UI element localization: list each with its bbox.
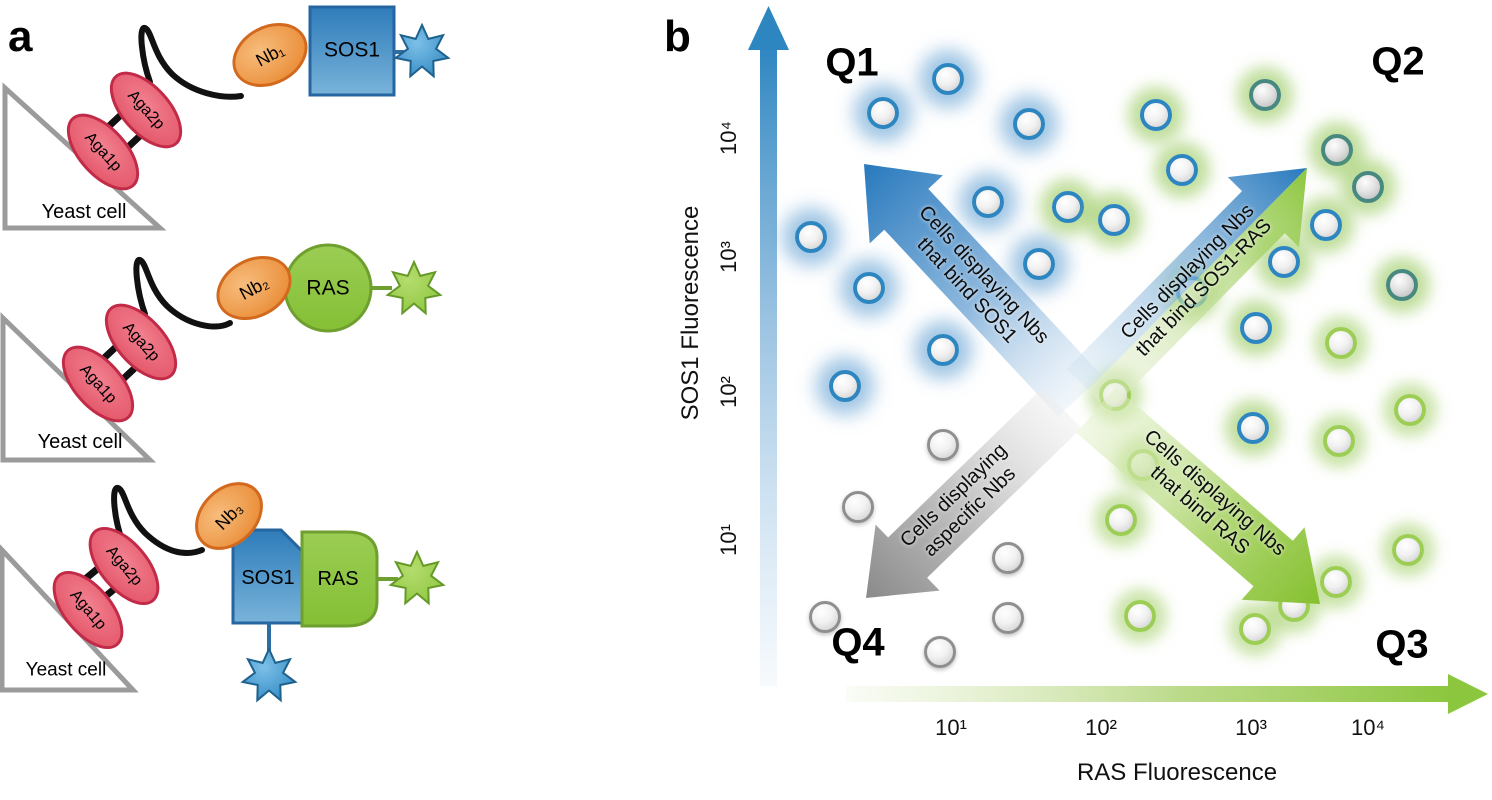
yeast-cell-marker-green <box>1105 504 1137 536</box>
yeast-cell-marker-bluegreen <box>1268 246 1300 278</box>
yeast-cell-marker-green <box>1392 534 1424 566</box>
yeast-cell-marker-green <box>1394 394 1426 426</box>
yeast-cell-marker-gray <box>842 491 874 523</box>
x-tick-10e4: 10⁴ <box>1351 715 1385 740</box>
yeast-cell-marker-teal <box>1249 79 1281 111</box>
yeast-cell-marker-blue <box>795 221 827 253</box>
yeast-cell-marker-green <box>1325 327 1357 359</box>
yeast-cell-marker-bluegreen <box>1052 191 1084 223</box>
panel-b-letter: b <box>664 12 691 61</box>
x-tick-10e1: 10¹ <box>935 715 967 740</box>
x-tick-10e2: 10² <box>1085 715 1117 740</box>
yeast-cell-marker-blue <box>1023 248 1055 280</box>
y-tick-10e2: 10² <box>716 376 741 408</box>
yeast-cell-marker-teal <box>1352 171 1384 203</box>
yeast-cell-marker-green <box>1239 613 1271 645</box>
yeast-cell-marker-teal <box>1386 269 1418 301</box>
yeast-cell-marker-blue <box>853 272 885 304</box>
yeast-cell-marker-blue <box>867 97 899 129</box>
yeast-cell-marker-blue <box>927 334 959 366</box>
yeast-cell-marker-green <box>1099 379 1131 411</box>
x-axis-title: RAS Fluorescence <box>1076 759 1278 786</box>
yeast-cell-marker-bluegreen <box>1166 154 1198 186</box>
yeast-cell-marker-green <box>1278 590 1310 622</box>
yeast-cell-marker-green <box>1320 566 1352 598</box>
yeast-cell-marker-blue <box>932 63 964 95</box>
x-tick-10e3: 10³ <box>1235 715 1267 740</box>
y-tick-10e1: 10¹ <box>716 524 741 556</box>
panel-a-letter: a <box>8 12 33 61</box>
yeast-cell-marker-gray <box>992 602 1024 634</box>
yeast-cell-marker-bluegreen <box>1240 312 1272 344</box>
yeast-cell-marker-gray <box>992 542 1024 574</box>
yeast-cell-marker-bluegreen <box>1237 412 1269 444</box>
y-axis-title: SOS1 Fluorescence <box>677 205 704 421</box>
yeast-cell-marker-bluegreen <box>1140 99 1172 131</box>
quadrant-q4-label: Q4 <box>831 620 885 665</box>
yeast-cell-marker-blue <box>829 370 861 402</box>
yeast-cell-marker-teal <box>1321 134 1353 166</box>
yeast-cell-marker-gray <box>924 636 956 668</box>
yeast-cell-marker-gray <box>809 601 841 633</box>
yeast-cell-marker-green <box>1323 425 1355 457</box>
yeast-cell-marker-bluegreen <box>1310 209 1342 241</box>
yeast-cell-marker-blue <box>972 186 1004 218</box>
quadrant-q1-label: Q1 <box>825 40 879 85</box>
yeast-cell-marker-green <box>1124 600 1156 632</box>
yeast-cell-marker-gray <box>927 429 959 461</box>
yeast-cell-marker-blue <box>1013 108 1045 140</box>
quadrant-q3-label: Q3 <box>1375 622 1429 667</box>
yeast-cell-marker-bluegreen <box>1098 204 1130 236</box>
y-tick-10e3: 10³ <box>716 241 741 273</box>
quadrant-q2-label: Q2 <box>1371 39 1425 84</box>
y-tick-10e4: 10⁴ <box>716 121 741 155</box>
